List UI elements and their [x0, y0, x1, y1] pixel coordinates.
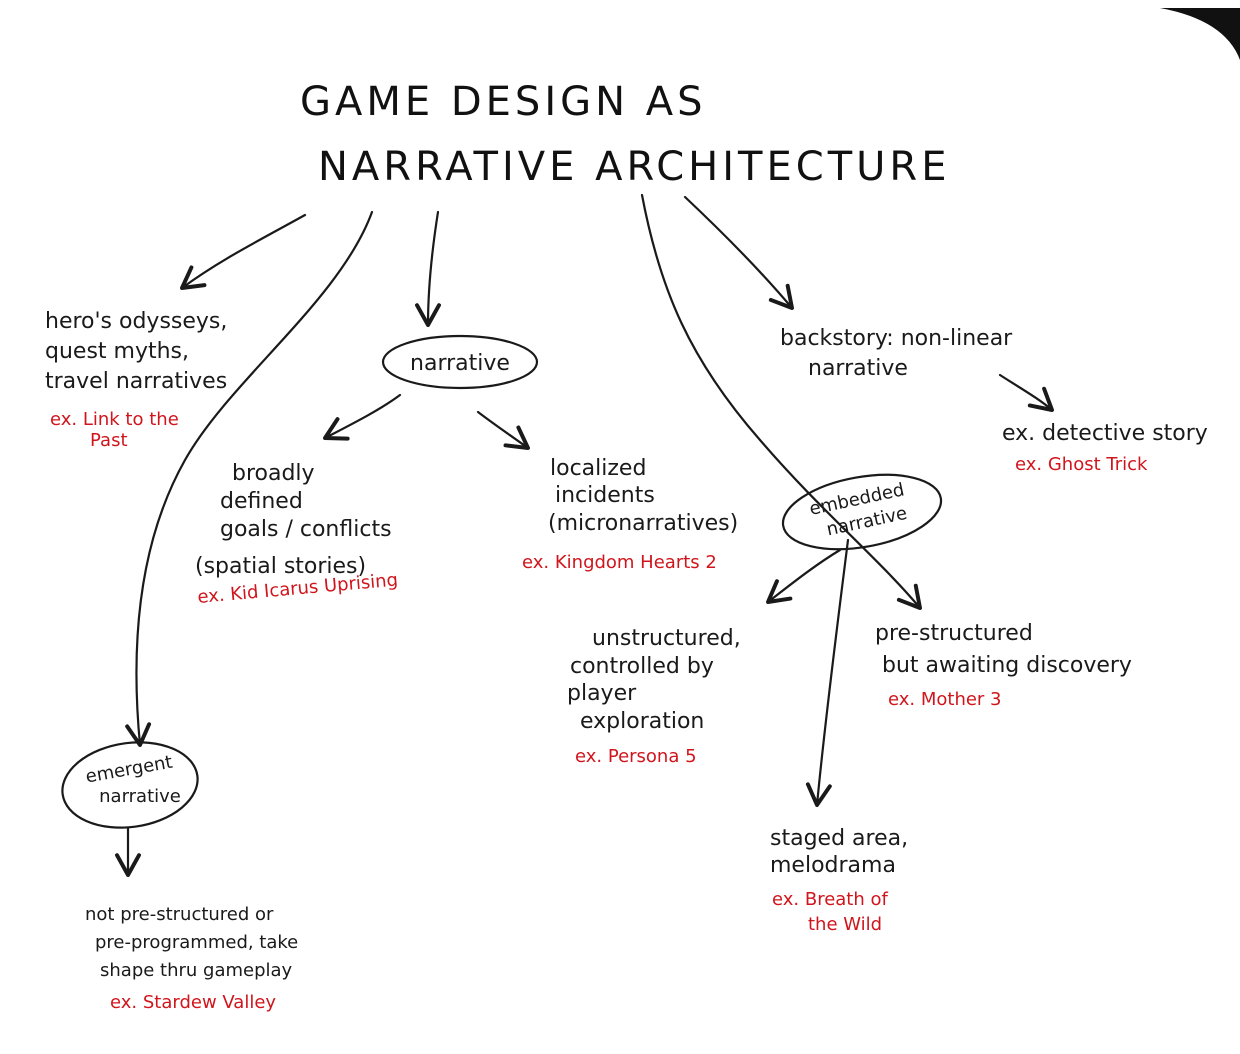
- unstructured-line-2: controlled by: [570, 654, 714, 679]
- hero-line-3: travel narratives: [45, 369, 227, 394]
- hero-example-2: Past: [90, 430, 128, 451]
- emergent-line-2: narrative: [99, 786, 181, 807]
- arrow-to-detective: [998, 373, 1054, 412]
- hero-line-1: hero's odysseys,: [45, 309, 227, 334]
- detective-example: ex. Ghost Trick: [1015, 454, 1148, 475]
- spatial-line-1: broadly: [232, 461, 315, 486]
- arrow-to-unstructured: [766, 548, 842, 604]
- emergent-ellipse: [61, 741, 199, 829]
- arrow-to-spatial: [323, 393, 402, 441]
- narrative-ellipse: [381, 334, 539, 390]
- unstructured-line-1: unstructured,: [592, 626, 741, 651]
- localized-line-3: (micronarratives): [548, 511, 738, 536]
- prestructured-line-1: pre-structured: [875, 621, 1033, 646]
- arrow-to-backstory: [683, 195, 794, 310]
- detective-label: ex. detective story: [1002, 421, 1208, 446]
- spatial-line-4: (spatial stories): [195, 554, 366, 579]
- unstructured-example: ex. Persona 5: [575, 746, 697, 767]
- staged-line-1: staged area,: [770, 826, 908, 851]
- arrow-to-localized: [476, 410, 530, 450]
- notpre-example: ex. Stardew Valley: [110, 992, 276, 1013]
- prestructured-example: ex. Mother 3: [888, 689, 1002, 710]
- notpre-line-3: shape thru gameplay: [100, 960, 293, 981]
- page-corner-shadow: [1160, 8, 1240, 60]
- staged-example-1: ex. Breath of: [772, 889, 889, 910]
- title-line-1: GAME DESIGN AS: [300, 79, 707, 125]
- localized-example: ex. Kingdom Hearts 2: [522, 552, 717, 573]
- unstructured-line-3: player: [567, 681, 637, 706]
- title-line-2: NARRATIVE ARCHITECTURE: [318, 144, 950, 190]
- unstructured-line-4: exploration: [580, 709, 704, 734]
- localized-line-1: localized: [550, 456, 646, 481]
- notpre-line-2: pre-programmed, take: [95, 932, 298, 953]
- spatial-line-2: defined: [220, 489, 303, 514]
- staged-line-2: melodrama: [770, 853, 896, 878]
- backstory-line-1: backstory: non-linear: [780, 326, 1013, 351]
- hero-line-2: quest myths,: [45, 339, 189, 364]
- localized-line-2: incidents: [555, 483, 655, 508]
- line-to-prestructured: [640, 193, 922, 610]
- arrow-to-narrative: [415, 210, 441, 327]
- spatial-line-3: goals / conflicts: [220, 517, 392, 542]
- line-to-emergent: [125, 210, 374, 747]
- emergent-line-1: emergent: [84, 752, 174, 788]
- staged-example-2: the Wild: [808, 914, 882, 935]
- prestructured-line-2: but awaiting discovery: [882, 653, 1132, 678]
- embedded-ellipse: [781, 473, 943, 551]
- notpre-line-1: not pre-structured or: [85, 904, 274, 925]
- narrative-label: narrative: [410, 351, 510, 376]
- arrow-to-hero: [180, 213, 307, 290]
- backstory-line-2: narrative: [808, 356, 908, 381]
- arrow-to-staged: [805, 538, 850, 807]
- hero-example-1: ex. Link to the: [50, 409, 179, 430]
